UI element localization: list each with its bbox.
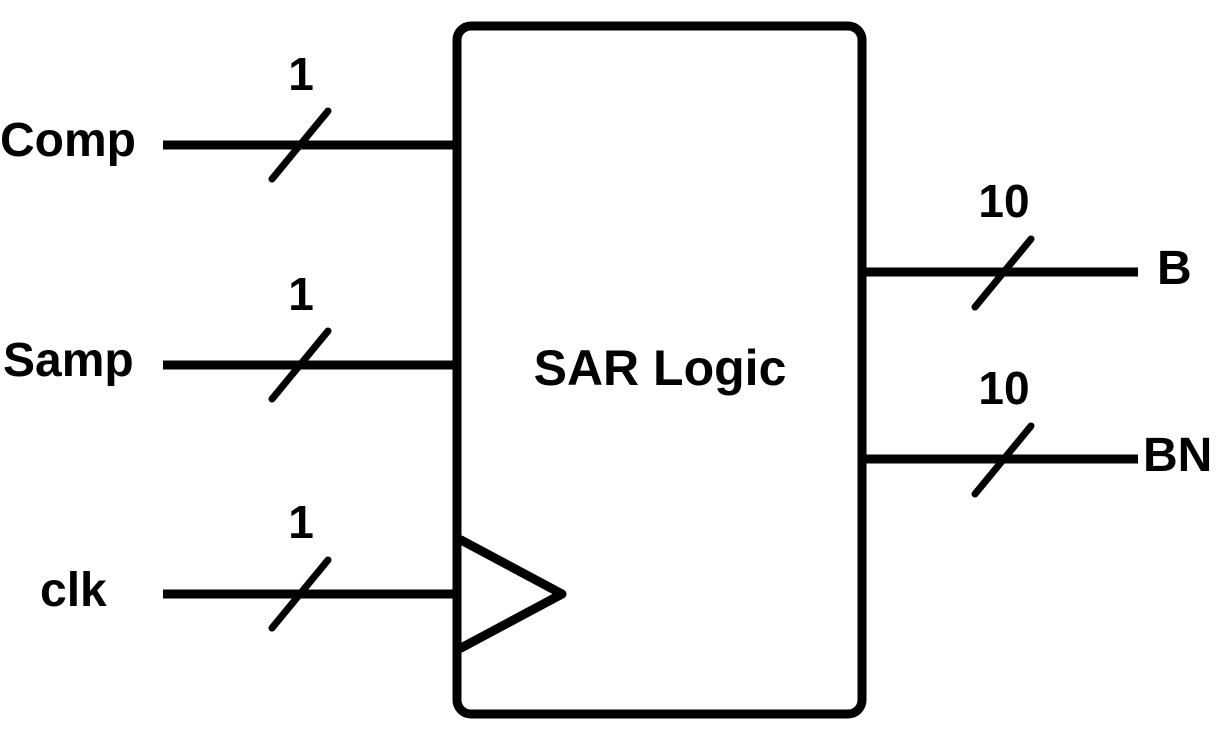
input-samp-label: Samp — [3, 334, 134, 387]
block-title: SAR Logic — [534, 340, 787, 396]
input-comp-bus-slash — [268, 107, 332, 183]
sar-logic-block — [452, 21, 867, 719]
input-comp-label: Comp — [0, 114, 136, 167]
input-clk: clk 1 — [40, 496, 457, 632]
input-samp: Samp 1 — [3, 268, 457, 403]
clock-edge-symbol — [456, 535, 567, 653]
input-samp-width: 1 — [288, 268, 314, 320]
input-samp-bus-slash — [268, 327, 332, 403]
output-b-bus-slash — [971, 235, 1035, 311]
input-comp-width: 1 — [288, 48, 314, 100]
output-bn-label: BN — [1143, 429, 1212, 482]
output-bn: BN 10 — [862, 362, 1212, 498]
output-bn-width: 10 — [978, 362, 1029, 414]
input-comp: Comp 1 — [0, 48, 457, 183]
output-b-width: 10 — [978, 175, 1029, 227]
input-clk-width: 1 — [288, 496, 314, 548]
input-clk-label: clk — [40, 564, 107, 617]
output-b-label: B — [1157, 242, 1192, 295]
input-clk-bus-slash — [268, 556, 332, 632]
output-b: B 10 — [862, 175, 1192, 311]
output-bn-bus-slash — [971, 422, 1035, 498]
